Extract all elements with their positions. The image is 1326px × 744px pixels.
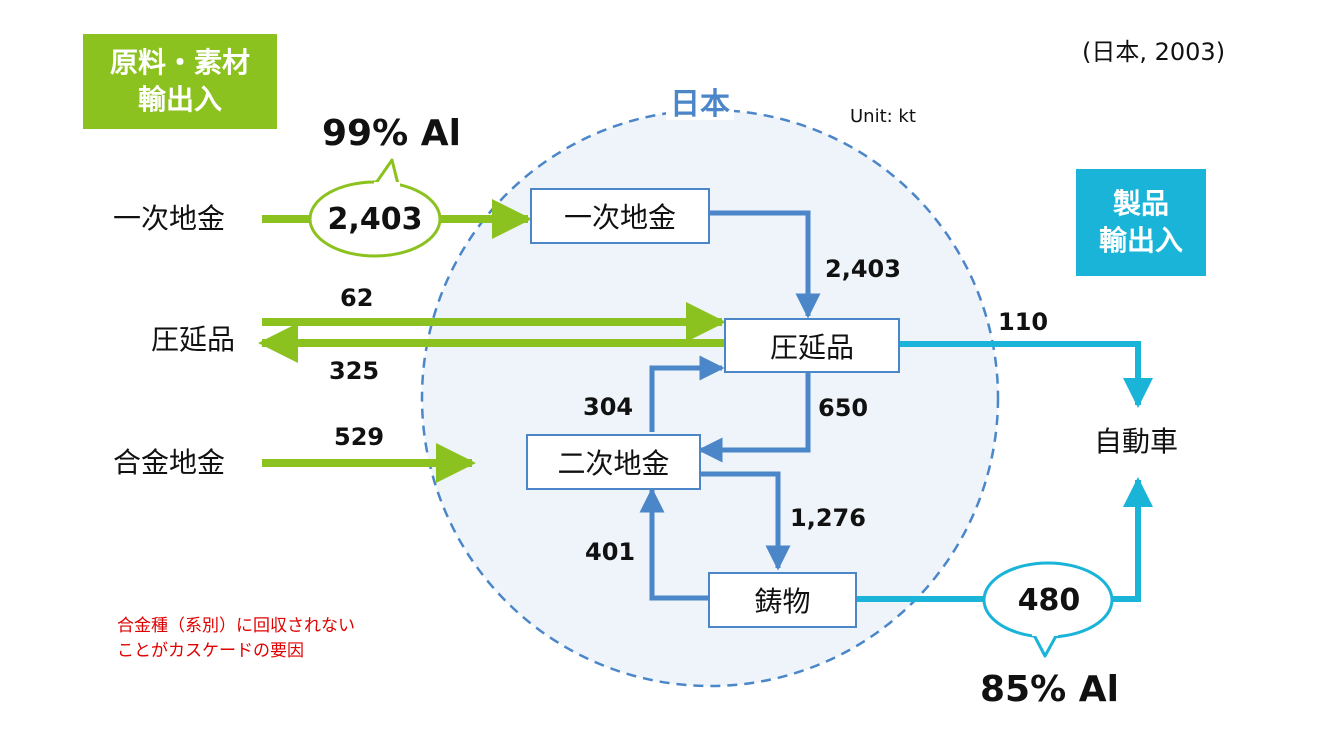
flow-casting-to-automobile xyxy=(855,477,1153,602)
casting-bubble-shape xyxy=(982,561,1114,658)
primary-ingot-purity: 99% Al xyxy=(322,113,461,154)
value-secondary-to-casting: 1,276 xyxy=(790,504,866,532)
node-rolled-products-label: 圧延品 xyxy=(769,330,854,364)
flow-secondary-to-rolled xyxy=(649,355,725,432)
materials-trade-badge: 原料・素材 輸出入 xyxy=(83,34,277,129)
products-trade-line1: 製品 xyxy=(1112,187,1169,221)
materials-trade-line1: 原料・素材 xyxy=(109,46,250,80)
casting-bubble-value: 480 xyxy=(1017,582,1081,618)
cascade-note: 合金種（系別）に回収されない ことがカスケードの要因 xyxy=(117,614,355,663)
value-rolled-import: 62 xyxy=(340,284,374,312)
cascade-note-line2: ことがカスケードの要因 xyxy=(117,640,304,661)
node-primary-ingot-label: 一次地金 xyxy=(563,201,676,234)
source-rolled-products: 圧延品 xyxy=(151,323,236,356)
products-trade-badge: 製品 輸出入 xyxy=(1076,169,1206,276)
node-primary-ingot: 一次地金 xyxy=(530,188,710,244)
value-secondary-to-rolled: 304 xyxy=(583,393,634,421)
node-rolled-products: 圧延品 xyxy=(724,318,900,373)
materials-trade-line2: 輸出入 xyxy=(137,82,222,116)
flow-casting-to-secondary xyxy=(639,487,708,601)
node-castings-label: 鋳物 xyxy=(754,585,811,618)
flow-rolled-to-secondary xyxy=(697,371,811,463)
node-castings: 鋳物 xyxy=(708,572,857,628)
source-primary-ingot: 一次地金 xyxy=(113,202,226,235)
products-trade-line2: 輸出入 xyxy=(1098,223,1183,257)
value-alloy-import: 529 xyxy=(334,423,385,451)
primary-ingot-bubble-value: 2,403 xyxy=(327,201,423,237)
japan-label: 日本 xyxy=(666,90,734,120)
source-alloy-ingot: 合金地金 xyxy=(113,446,226,479)
automobile-label: 自動車 xyxy=(1094,425,1179,458)
value-rolled-export: 325 xyxy=(329,357,380,385)
flow-rolled-to-automobile xyxy=(898,341,1153,408)
value-rolled-to-secondary: 650 xyxy=(818,394,869,422)
node-secondary-ingot-label: 二次地金 xyxy=(557,447,670,480)
casting-purity: 85% Al xyxy=(980,669,1119,710)
japan-boundary-circle xyxy=(420,108,1000,688)
unit-label: Unit: kt xyxy=(850,106,916,127)
value-rolled-to-automobile: 110 xyxy=(998,308,1049,336)
value-primary-to-rolled: 2,403 xyxy=(825,255,901,283)
flow-primary-to-rolled xyxy=(708,210,821,319)
value-casting-to-secondary: 401 xyxy=(585,538,636,566)
node-secondary-ingot: 二次地金 xyxy=(526,434,701,490)
cascade-note-line1: 合金種（系別）に回収されない xyxy=(117,616,355,636)
year-caption: (日本, 2003) xyxy=(1082,38,1226,66)
flow-secondary-to-casting xyxy=(699,471,791,571)
primary-ingot-bubble-shape xyxy=(308,158,442,258)
